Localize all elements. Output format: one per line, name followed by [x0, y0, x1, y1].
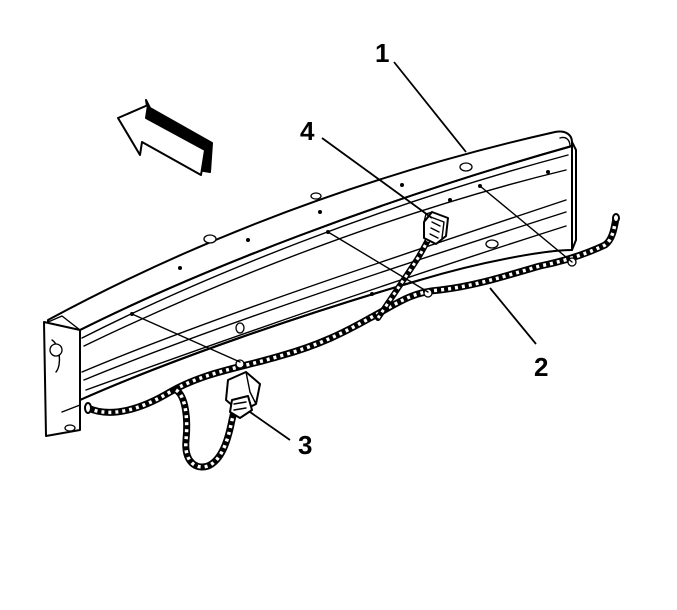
connector-4	[423, 211, 449, 245]
callout-1: 1	[375, 38, 389, 68]
callout-3: 3	[298, 430, 312, 460]
connector-3	[225, 371, 261, 419]
forward-arrow-icon	[117, 99, 213, 176]
callout-4: 4	[300, 116, 315, 146]
callout-2: 2	[534, 352, 548, 382]
bumper-bar	[43, 130, 577, 437]
leader-lines	[131, 61, 573, 441]
